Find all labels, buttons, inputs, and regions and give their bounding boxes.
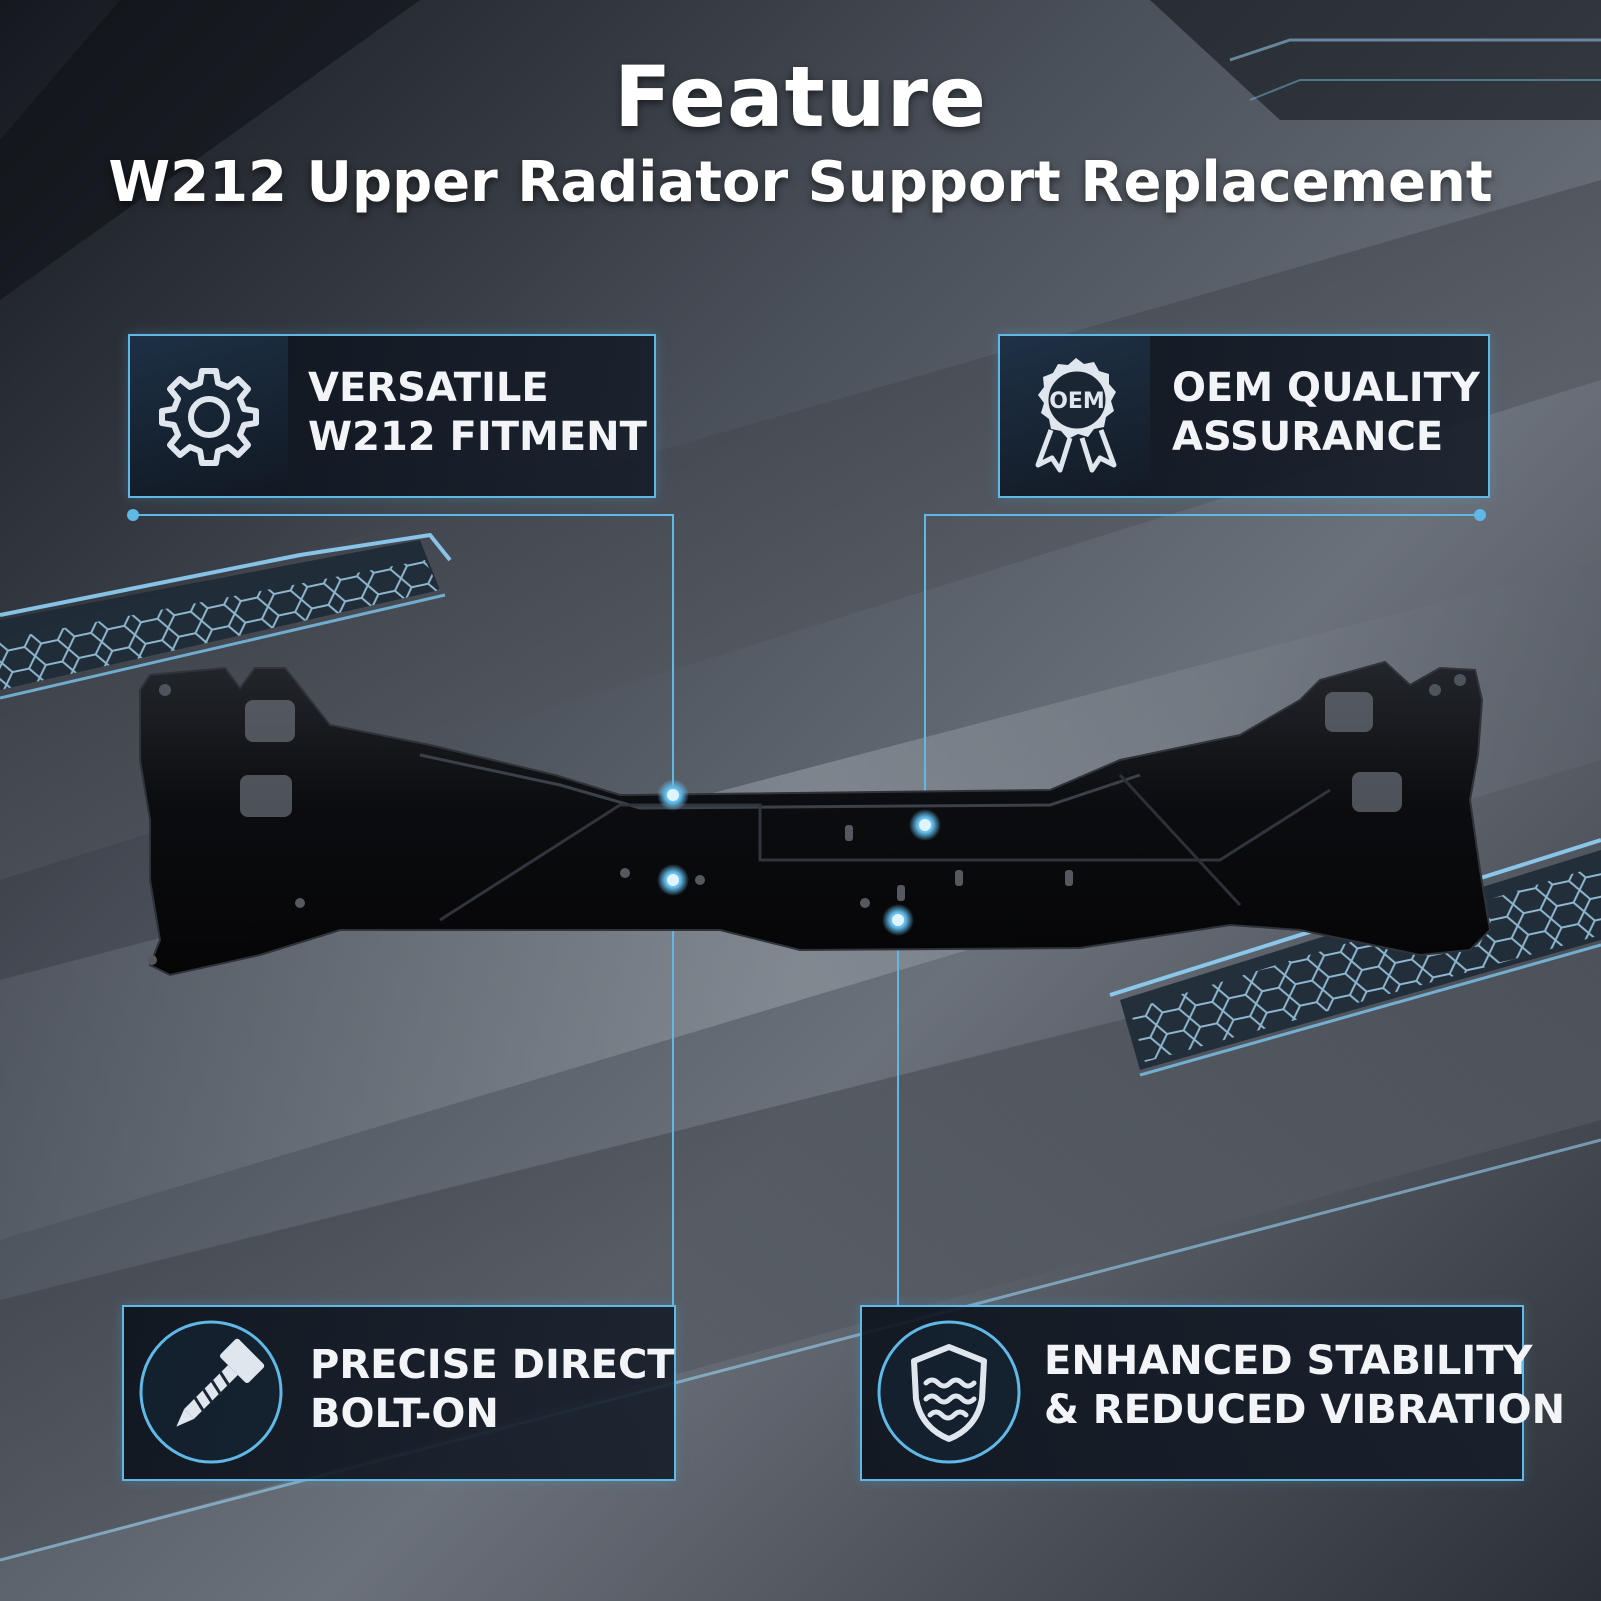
feature-line-2: W212 FITMENT: [308, 413, 647, 460]
feature-card-oem: OEM OEM QUALITY ASSURANCE: [998, 334, 1490, 498]
connector-lines: [133, 514, 1480, 1305]
feature-card-fitment: VERSATILE W212 FITMENT: [128, 334, 656, 498]
page-title: Feature: [614, 48, 987, 146]
feature-card-bolt-on: PRECISE DIRECT BOLT-ON: [122, 1305, 676, 1481]
feature-line-2: BOLT-ON: [310, 1390, 499, 1437]
oem-badge-text: OEM: [1049, 389, 1105, 414]
feature-line-1: ENHANCED STABILITY: [1044, 1338, 1533, 1384]
bolt-icon: [139, 1320, 283, 1464]
feature-line-2: & REDUCED VIBRATION: [1044, 1386, 1566, 1433]
feature-line-1: OEM QUALITY: [1172, 365, 1480, 411]
feature-card-stability: ENHANCED STABILITY & REDUCED VIBRATION: [860, 1305, 1565, 1481]
feature-line-1: VERSATILE: [308, 365, 549, 411]
shield-waves-icon: [877, 1320, 1021, 1464]
radiator-support-part: [139, 660, 1492, 977]
page-subtitle: W212 Upper Radiator Support Replacement: [108, 150, 1493, 215]
gear-icon: [159, 368, 259, 466]
feature-line-2: ASSURANCE: [1172, 413, 1444, 460]
oem-badge-icon: OEM: [1035, 358, 1117, 473]
feature-line-1: PRECISE DIRECT: [310, 1342, 675, 1388]
